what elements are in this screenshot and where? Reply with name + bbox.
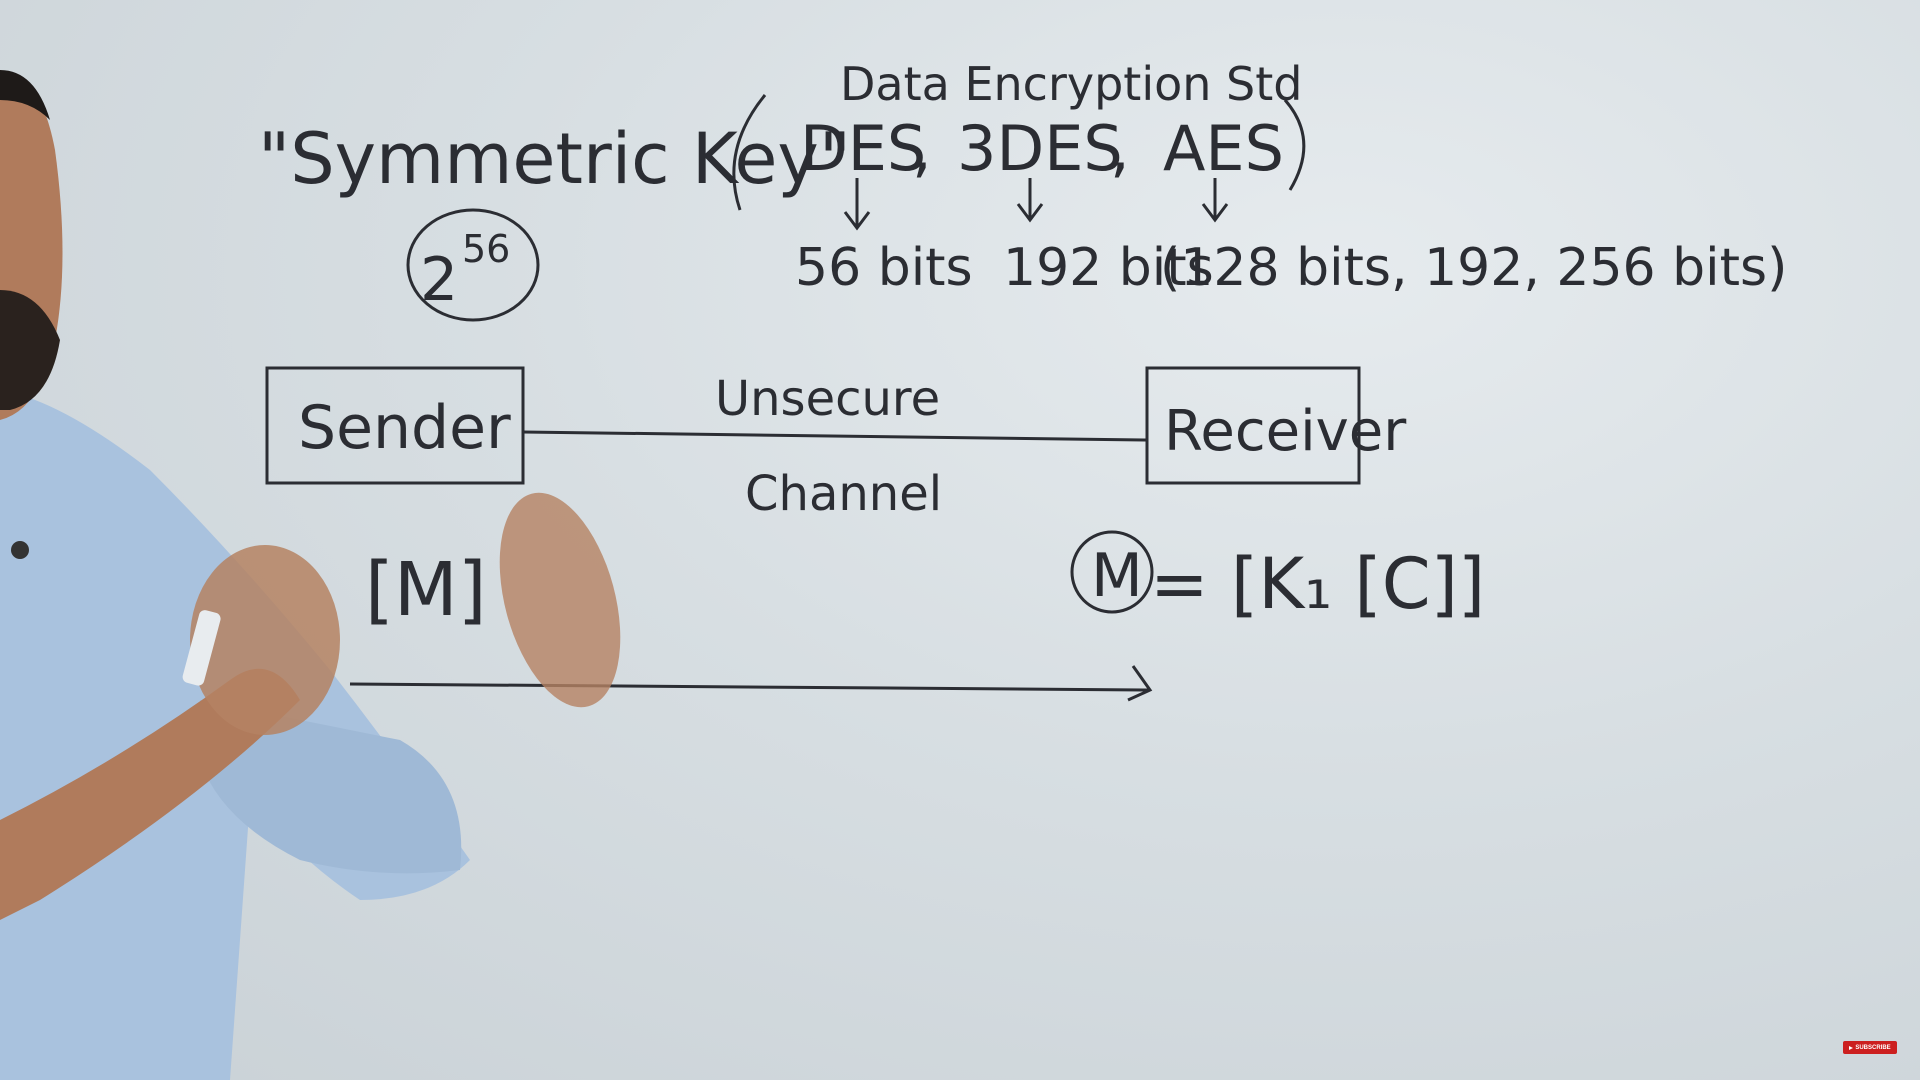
aes-key-size: (128 bits, 192, 256 bits) bbox=[1160, 238, 1787, 298]
channel-line bbox=[522, 430, 1148, 442]
power-circle bbox=[406, 208, 540, 322]
play-icon bbox=[1849, 1045, 1854, 1050]
power-base: 2 bbox=[420, 245, 458, 315]
arrow-des-icon bbox=[843, 178, 871, 231]
arrow-aes-icon bbox=[1201, 178, 1229, 223]
symmetric-key-title: "Symmetric Key" bbox=[258, 118, 851, 200]
sender-label: Sender bbox=[298, 393, 511, 463]
microphone-icon bbox=[11, 541, 29, 559]
receiver-box bbox=[1145, 366, 1361, 485]
power-exponent: 56 bbox=[462, 227, 510, 271]
arrow-3des-icon bbox=[1016, 178, 1044, 223]
sender-box bbox=[265, 366, 525, 485]
algorithms-header: Data Encryption Std bbox=[840, 57, 1302, 111]
open-paren bbox=[732, 94, 767, 211]
message-circle bbox=[1070, 530, 1154, 614]
algorithm-aes: AES bbox=[1163, 112, 1284, 185]
close-paren bbox=[1283, 99, 1306, 191]
sender-formula: [M] bbox=[365, 547, 487, 633]
des-key-size: 56 bits bbox=[795, 238, 973, 298]
receiver-formula: = [K₁ [C]] bbox=[1150, 543, 1485, 625]
channel-bottom-label: Channel bbox=[745, 466, 942, 522]
algorithm-3des: 3DES bbox=[957, 112, 1123, 185]
down-arrows bbox=[843, 178, 1229, 231]
receiver-message: M bbox=[1091, 541, 1143, 611]
svg-text:,: , bbox=[1110, 112, 1130, 185]
3des-key-size: 192 bits bbox=[1003, 238, 1214, 298]
marker-icon bbox=[182, 610, 221, 686]
transfer-arrow-icon bbox=[349, 665, 1153, 702]
presenter bbox=[0, 70, 621, 1080]
receiver-label: Receiver bbox=[1164, 399, 1407, 464]
svg-text:,: , bbox=[912, 112, 932, 185]
algorithm-des: DES bbox=[800, 112, 926, 185]
subscribe-label: SUBSCRIBE bbox=[1855, 1044, 1891, 1051]
subscribe-button[interactable]: SUBSCRIBE bbox=[1843, 1041, 1897, 1054]
channel-top-label: Unsecure bbox=[715, 371, 940, 427]
